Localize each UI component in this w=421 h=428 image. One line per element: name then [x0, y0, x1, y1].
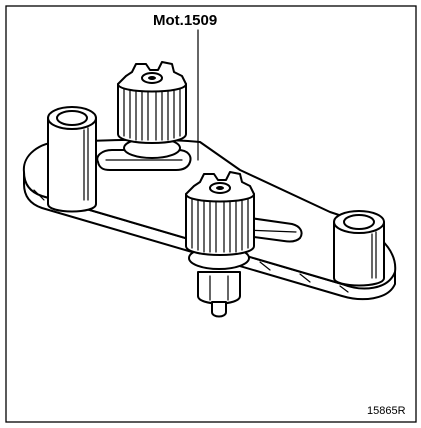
right-locating-pin — [333, 210, 385, 287]
front-sprocket — [185, 171, 255, 318]
left-locating-pin — [47, 106, 97, 213]
figure-frame — [5, 5, 417, 423]
figure-reference: 15865R — [367, 405, 406, 417]
callout-label: Mot.1509 — [153, 12, 217, 29]
rear-sprocket — [117, 61, 187, 159]
